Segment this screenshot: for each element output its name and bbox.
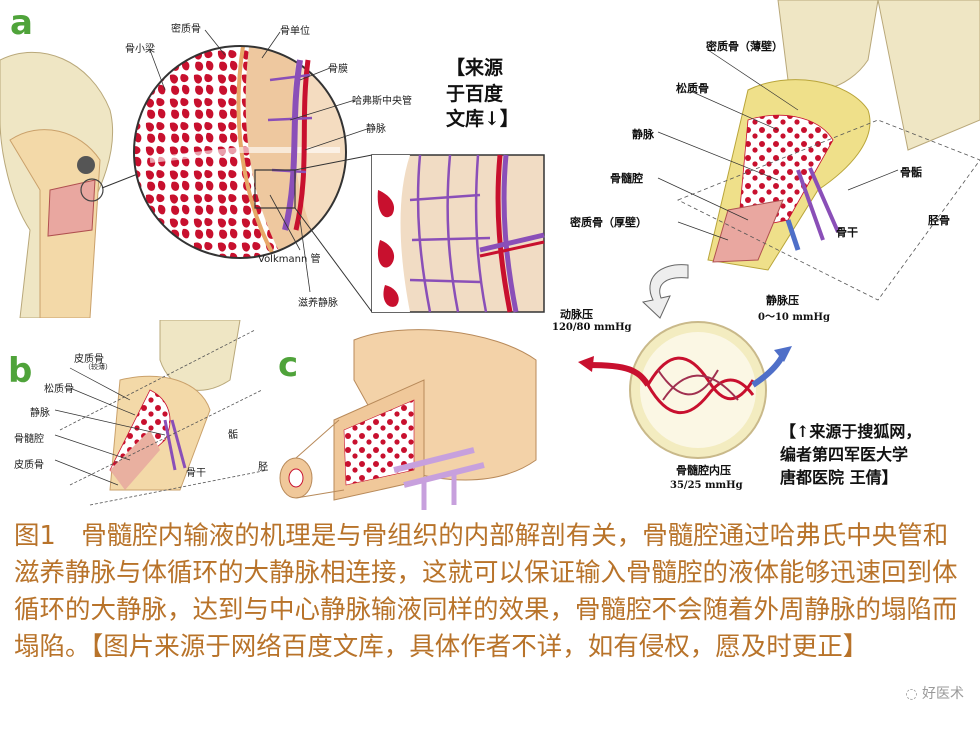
label-dense-thick: 密质骨（厚壁） (570, 214, 647, 230)
panel-c: c (274, 320, 546, 510)
label-dense-bone: 密质骨 (171, 20, 201, 35)
watermark-text: 好医术 (922, 686, 964, 702)
label-marrow-pressure-value: 35/25 mmHg (670, 480, 743, 491)
label-dense-thin: 密质骨（薄壁） (706, 38, 783, 54)
label-vein: 静脉 (366, 120, 386, 135)
label-cancellous: 松质骨 (676, 80, 709, 96)
panel-c-illustration (274, 320, 546, 510)
source-note-line: 文库↓】 (446, 107, 519, 133)
label-tibia: 胫骨 (928, 212, 950, 228)
source-note-line: 唐都医院 王倩】 (780, 466, 921, 489)
label-artery: 动脉压 (560, 306, 593, 322)
label-epiphysis: 骨骺 (900, 164, 922, 180)
panel-letter: b (8, 354, 32, 388)
label-volkmann: Volkmann 管 (258, 250, 320, 265)
label-cancellous: 松质骨 (44, 380, 74, 395)
label-venous-value: 0～10 mmHg (758, 308, 830, 323)
label-vein: 静脉 (632, 126, 654, 142)
panel-right: 密质骨（薄壁） 松质骨 静脉 骨髓腔 密质骨（厚壁） 骨骺 骨干 胫骨 动脉压 … (548, 0, 980, 510)
source-note-right: 【↑来源于搜狐网， 编者第四军医大学 唐都医院 王倩】 (780, 420, 921, 490)
label-marrow-pressure: 骨髓腔内压 (676, 462, 731, 478)
source-note-line: 编者第四军医大学 (780, 443, 921, 466)
source-note-line: 于百度 (446, 82, 519, 108)
label-venous: 静脉压 (766, 292, 799, 308)
source-note-line: 【来源 (446, 56, 519, 82)
label-epiphysis: 骺 (228, 426, 238, 441)
label-cortical-sub: （较薄） (84, 362, 112, 372)
panel-b: b 皮质骨 （较薄） 松质骨 静脉 骨髓腔 皮质骨 骺 骨干 胫 (0, 320, 272, 510)
label-haversian: 哈弗斯中央管 (352, 92, 412, 107)
label-periosteum: 骨膜 (328, 60, 348, 75)
figure-caption: 图1 骨髓腔内输液的机理是与骨组织的内部解剖有关，骨髓腔通过哈弗氏中央管和滋养静… (0, 512, 980, 736)
label-cortical-2: 皮质骨 (14, 456, 44, 471)
panel-a: a 密质骨 骨小梁 骨单位 骨膜 哈弗斯中央管 静脉 Volkmann 管 滋养… (0, 0, 552, 318)
wechat-icon: ◌ (905, 686, 922, 702)
label-tibia: 胫 (258, 458, 268, 473)
label-artery-value: 120/80 mmHg (552, 322, 632, 333)
watermark: ◌ 好医术 (905, 683, 964, 703)
source-note-line: 【↑来源于搜狐网， (780, 420, 921, 443)
label-shaft: 骨干 (836, 224, 858, 240)
label-vein: 静脉 (30, 404, 50, 419)
panel-letter: c (278, 348, 298, 382)
panel-letter: a (10, 6, 33, 40)
label-trabecula: 骨小梁 (125, 40, 155, 55)
panel-a-illustration (0, 0, 552, 318)
label-shaft: 骨干 (186, 464, 206, 479)
label-nutrient-vein: 滋养静脉 (298, 294, 338, 309)
label-marrow: 骨髓腔 (14, 430, 44, 445)
source-note-a: 【来源 于百度 文库↓】 (446, 56, 519, 133)
label-osteon: 骨单位 (280, 22, 310, 37)
label-marrow: 骨髓腔 (610, 170, 643, 186)
